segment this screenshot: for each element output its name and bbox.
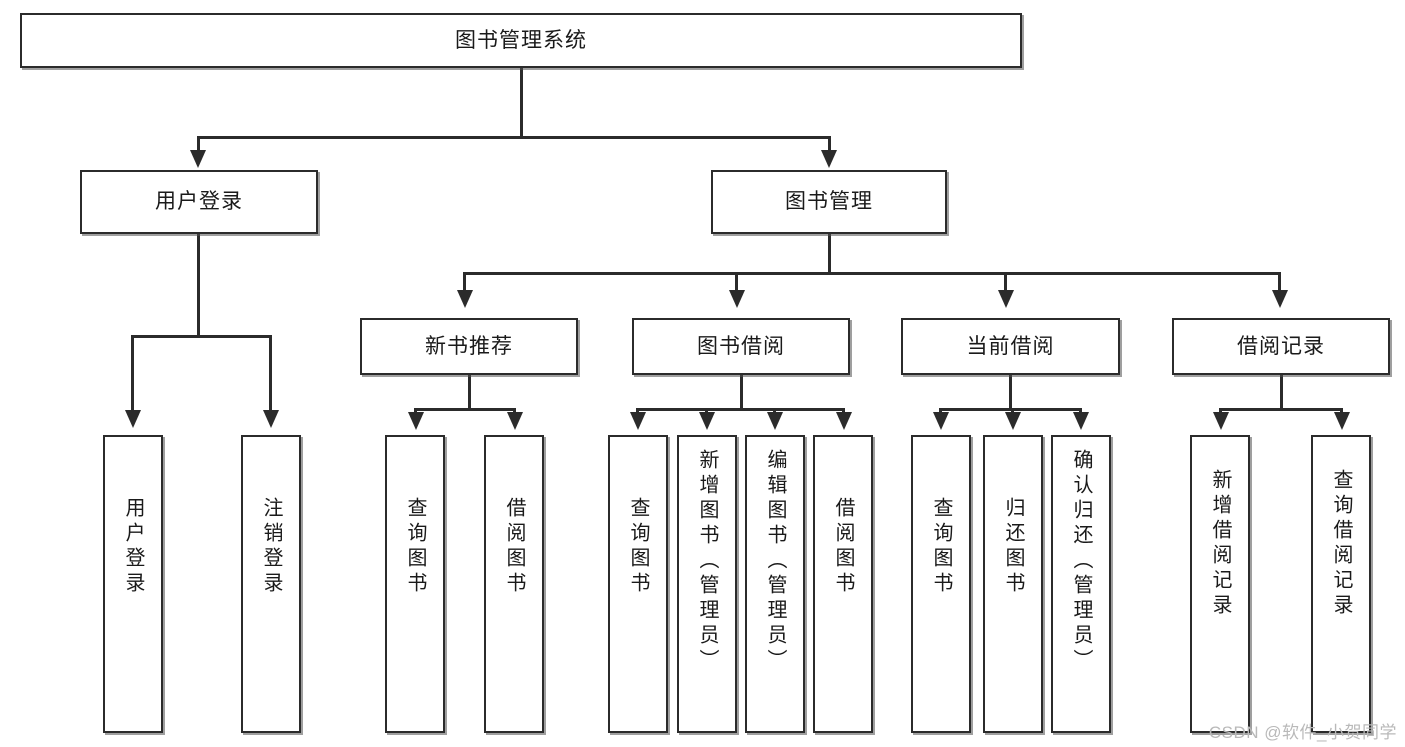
node-leaf-query-book-1-label: 查询图书 (404, 497, 426, 597)
arrowhead-leaf-edit-book (767, 412, 783, 430)
edge-cb-stem (1009, 375, 1012, 410)
node-borrow-record-label: 借阅记录 (1237, 334, 1325, 358)
edge-root-bar (197, 136, 830, 139)
edge-user-login-bar (131, 335, 271, 338)
node-book-borrow-label: 图书借阅 (697, 334, 785, 358)
arrowhead-leaf-user-login (125, 410, 141, 428)
node-book-borrow[interactable]: 图书借阅 (632, 318, 850, 375)
edge-user-login-drop-1 (131, 335, 134, 413)
node-leaf-return-book-label: 归还图书 (1002, 497, 1024, 597)
arrowhead-leaf-borrow-book-1 (507, 412, 523, 430)
node-leaf-user-login-label: 用户登录 (122, 497, 144, 597)
arrowhead-new-book-recommend (457, 290, 473, 308)
edge-user-login-stem (197, 234, 200, 337)
arrowhead-leaf-confirm-return (1073, 412, 1089, 430)
node-root[interactable]: 图书管理系统 (20, 13, 1022, 68)
edge-cb-bar (939, 408, 1082, 411)
edge-root-to-user-login (197, 136, 200, 154)
node-leaf-borrow-book-2-label: 借阅图书 (832, 497, 854, 597)
edge-bm-drop-4 (1278, 272, 1281, 292)
node-leaf-user-login[interactable]: 用户登录 (103, 435, 163, 733)
edge-nbr-stem (468, 375, 471, 410)
node-leaf-borrow-book-1[interactable]: 借阅图书 (484, 435, 544, 733)
edge-bb-stem (740, 375, 743, 410)
edge-nbr-bar (414, 408, 516, 411)
arrowhead-leaf-query-record (1334, 412, 1350, 430)
node-leaf-add-record-label: 新增借阅记录 (1209, 469, 1231, 619)
node-new-book-recommend[interactable]: 新书推荐 (360, 318, 578, 375)
node-leaf-query-book-3-label: 查询图书 (930, 497, 952, 597)
node-leaf-add-book-label: 新增图书（管理员） (696, 449, 718, 674)
arrowhead-leaf-query-book-1 (408, 412, 424, 430)
node-leaf-borrow-book-1-label: 借阅图书 (503, 497, 525, 597)
node-leaf-query-book-3[interactable]: 查询图书 (911, 435, 971, 733)
node-current-borrow-label: 当前借阅 (966, 334, 1055, 358)
edge-bm-drop-1 (463, 272, 466, 292)
arrowhead-leaf-add-book (699, 412, 715, 430)
edge-root-stem (520, 68, 523, 138)
edge-bm-drop-2 (735, 272, 738, 292)
node-leaf-add-book[interactable]: 新增图书（管理员） (677, 435, 737, 733)
csdn-watermark: CSDN @软件_小贺同学 (1208, 723, 1397, 742)
node-leaf-return-book[interactable]: 归还图书 (983, 435, 1043, 733)
node-leaf-confirm-return[interactable]: 确认归还（管理员） (1051, 435, 1111, 733)
node-leaf-borrow-book-2[interactable]: 借阅图书 (813, 435, 873, 733)
edge-br-stem (1280, 375, 1283, 410)
edge-book-manage-stem (828, 234, 831, 274)
node-leaf-query-book-2[interactable]: 查询图书 (608, 435, 668, 733)
node-leaf-query-record-label: 查询借阅记录 (1330, 469, 1352, 619)
edge-user-login-drop-2 (269, 335, 272, 413)
arrowhead-leaf-add-record (1213, 412, 1229, 430)
arrowhead-leaf-return-book (1005, 412, 1021, 430)
arrowhead-leaf-borrow-book-2 (836, 412, 852, 430)
arrowhead-borrow-record (1272, 290, 1288, 308)
node-borrow-record[interactable]: 借阅记录 (1172, 318, 1390, 375)
node-user-login-label: 用户登录 (155, 190, 243, 214)
arrowhead-user-login (190, 150, 206, 168)
node-root-label: 图书管理系统 (455, 28, 587, 52)
edge-br-bar (1219, 408, 1343, 411)
node-leaf-query-book-1[interactable]: 查询图书 (385, 435, 445, 733)
arrowhead-book-borrow (729, 290, 745, 308)
node-leaf-logout[interactable]: 注销登录 (241, 435, 301, 733)
arrowhead-leaf-query-book-2 (630, 412, 646, 430)
node-leaf-query-book-2-label: 查询图书 (627, 497, 649, 597)
node-leaf-logout-label: 注销登录 (260, 497, 282, 597)
node-leaf-add-record[interactable]: 新增借阅记录 (1190, 435, 1250, 733)
edge-root-to-book-manage (828, 136, 831, 154)
node-leaf-query-record[interactable]: 查询借阅记录 (1311, 435, 1371, 733)
arrowhead-current-borrow (998, 290, 1014, 308)
edge-bb-bar (636, 408, 845, 411)
node-user-login[interactable]: 用户登录 (80, 170, 318, 234)
edge-bm-drop-3 (1004, 272, 1007, 292)
node-book-manage-label: 图书管理 (785, 190, 873, 214)
arrowhead-leaf-query-book-3 (933, 412, 949, 430)
arrowhead-book-manage (821, 150, 837, 168)
node-book-manage[interactable]: 图书管理 (711, 170, 947, 234)
node-leaf-confirm-return-label: 确认归还（管理员） (1070, 449, 1092, 674)
arrowhead-leaf-logout (263, 410, 279, 428)
node-leaf-edit-book[interactable]: 编辑图书（管理员） (745, 435, 805, 733)
node-new-book-recommend-label: 新书推荐 (425, 334, 513, 358)
edge-book-manage-bar (463, 272, 1281, 275)
node-current-borrow[interactable]: 当前借阅 (901, 318, 1120, 375)
node-leaf-edit-book-label: 编辑图书（管理员） (764, 449, 786, 674)
